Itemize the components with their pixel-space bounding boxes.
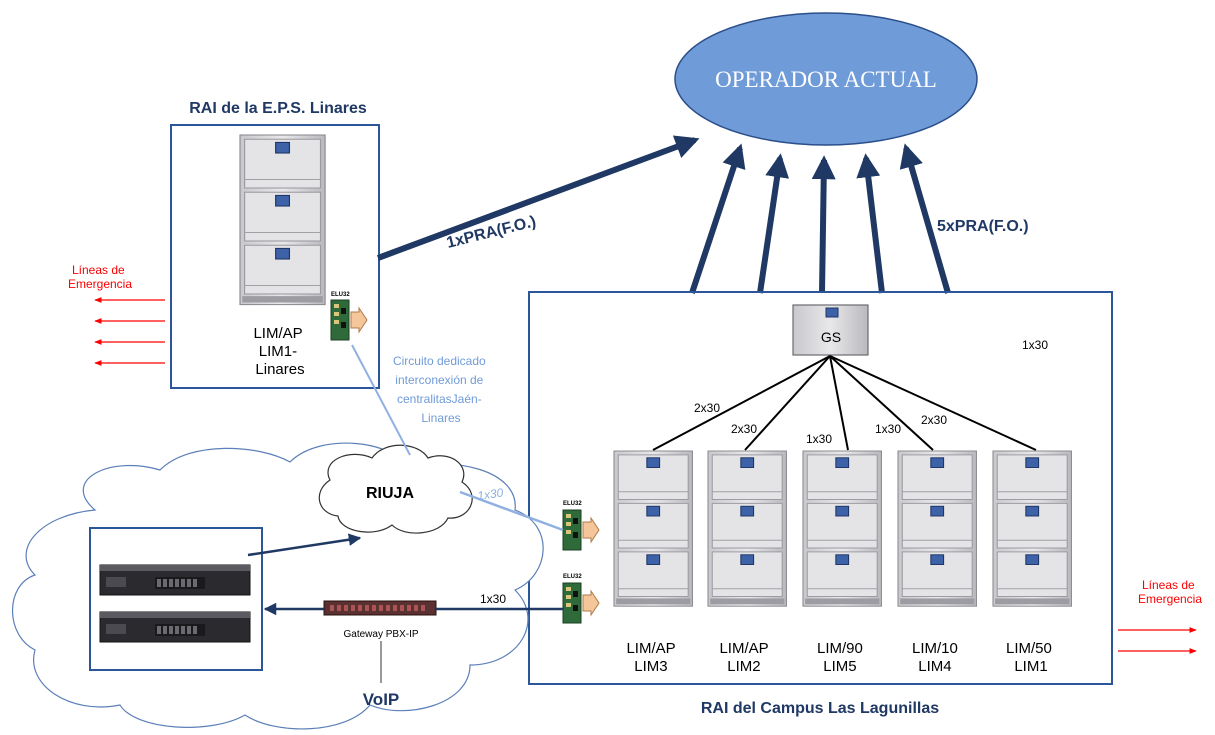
- linares-pbx-label-2: LIM1-: [259, 343, 297, 360]
- voip-label: VoIP: [363, 690, 400, 709]
- svg-text:Líneas de Emergencia: Líneas de Emergencia: [1138, 578, 1202, 606]
- gs-pbx-links: [652, 355, 1037, 451]
- pbx-link-label-4: 1x30: [875, 422, 901, 436]
- gateway-link-label: 1x30: [480, 592, 506, 606]
- pbx-link-label-5: 2x30: [921, 413, 947, 427]
- pbx-1-line1: LIM/AP: [626, 640, 675, 657]
- pbx-5-line1: LIM/50: [1006, 640, 1052, 657]
- riuja-link-label: 1x30: [476, 485, 504, 503]
- pbx-2-line2: LIM2: [727, 658, 760, 675]
- gs-capacity: 1x30: [1022, 338, 1048, 352]
- campus-pbx-cabinet-5: [992, 450, 1072, 607]
- pbx-3-line2: LIM5: [823, 658, 856, 675]
- riuja-cloud: [318, 444, 473, 534]
- emergency-left-lines: [94, 297, 165, 366]
- linares-link-label: 1xPRA(F.O.): [445, 213, 538, 252]
- pbx-3-line1: LIM/90: [817, 640, 863, 657]
- gateway-device: [323, 600, 437, 616]
- pbx-link-label-1: 2x30: [694, 401, 720, 415]
- pbx-link-label-2: 2x30: [731, 422, 757, 436]
- campus-pbx-cabinet-3: [802, 450, 882, 607]
- server-1: [99, 564, 251, 596]
- circuit-note-3: centralitasJaén-: [397, 392, 482, 406]
- pbx-1-line2: LIM3: [634, 658, 667, 675]
- linares-elu-label: ELU32: [331, 292, 350, 298]
- gateway-label: Gateway PBX-IP: [343, 629, 418, 640]
- riuja-label: RIUJA: [366, 485, 414, 502]
- circuit-note-4: Linares: [421, 411, 460, 425]
- campus-elu-label-2: ELU32: [563, 574, 582, 580]
- emergency-right-label-1: Líneas de: [1142, 578, 1195, 592]
- emergency-left-label-1: Líneas de: [72, 263, 125, 277]
- server-2: [99, 611, 251, 643]
- campus-operator-links: [689, 143, 951, 294]
- linares-pbx-label-3: Linares: [255, 361, 304, 378]
- campus-pbx-cabinet-2: [707, 450, 787, 607]
- campus-elu-card-1: [562, 509, 600, 551]
- svg-text:LIM/AP LIM1- Linares: LIM/AP LIM1- Linares: [253, 325, 306, 378]
- servers-riuja-link: [247, 533, 362, 557]
- pbx-2-line1: LIM/AP: [719, 640, 768, 657]
- riuja-campus-link: [459, 490, 564, 532]
- pbx-4-line1: LIM/10: [912, 640, 958, 657]
- emergency-right-label-2: Emergencia: [1138, 592, 1202, 606]
- emergency-left-label-2: Emergencia: [68, 277, 132, 291]
- svg-text:Circuito dedicado intercon: Circuito dedicado interconexión de centr…: [393, 354, 489, 425]
- pbx-link-label-3: 1x30: [806, 432, 832, 446]
- pbx-4-line2: LIM4: [918, 658, 951, 675]
- campus-elu-label-1: ELU32: [563, 501, 582, 507]
- campus-link-label: 5xPRA(F.O.): [937, 218, 1029, 235]
- gs-label: GS: [821, 329, 841, 345]
- campus-title: RAI del Campus Las Lagunillas: [701, 700, 939, 717]
- circuit-note-2: interconexión de: [395, 373, 483, 387]
- pbx-5-line2: LIM1: [1014, 658, 1047, 675]
- circuit-line: [351, 344, 411, 456]
- campus-frame: [528, 291, 1113, 685]
- linares-operator-link: [376, 135, 700, 261]
- svg-text:Líneas de Emergencia: Líneas de Emergencia: [68, 263, 132, 291]
- linares-pbx-cabinet: [239, 134, 326, 306]
- svg-text:LIM/AP LIM3 LIM/AP: LIM/AP LIM3 LIM/AP LIM2 LIM/90 LIM5 LIM/…: [626, 640, 1056, 675]
- circuit-note-1: Circuito dedicado: [393, 354, 486, 368]
- emergency-right-lines: [1118, 627, 1197, 654]
- campus-pbx-cabinet-1: [613, 450, 693, 607]
- linares-elu-card: [330, 299, 368, 341]
- linares-title: RAI de la E.P.S. Linares: [189, 100, 367, 117]
- servers-frame: [89, 527, 263, 671]
- linares-pbx-label-1: LIM/AP: [253, 325, 302, 342]
- operator-label: OPERADOR ACTUAL: [715, 67, 937, 92]
- campus-elu-card-2: [562, 582, 600, 624]
- operator-node: [674, 12, 978, 146]
- campus-pbx-cabinet-4: [897, 450, 977, 607]
